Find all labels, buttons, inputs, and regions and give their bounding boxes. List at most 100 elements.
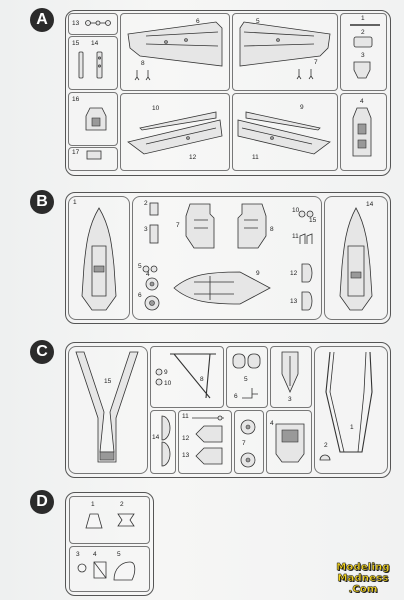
sprue-a-cell-wing-left [120, 13, 230, 91]
part-c13-drawing [195, 447, 223, 465]
sprue-d-frame [65, 492, 154, 596]
sprue-a-cell-16 [68, 92, 118, 146]
part-11-drawing [237, 119, 331, 155]
part-number: 12 [189, 154, 197, 161]
part-1-drawing [350, 24, 380, 26]
sprue-a-cell-10-12 [120, 93, 230, 171]
part-number: 4 [360, 98, 364, 105]
modelingmadness-watermark: Modeling Madness .Com [336, 562, 390, 595]
part-b10-15-drawing [298, 210, 314, 218]
part-number: 8 [270, 226, 274, 233]
part-number: 1 [350, 424, 354, 431]
part-number: 7 [176, 222, 180, 229]
part-number: 2 [120, 501, 124, 508]
part-number: 13 [182, 452, 190, 459]
part-c8-drawing [170, 353, 216, 399]
part-number: 11 [252, 154, 259, 161]
sprue-a-badge: A [30, 8, 54, 32]
part-c6-drawing [242, 388, 258, 399]
part-b2-drawing [149, 202, 159, 216]
part-12-drawing [127, 119, 223, 155]
part-c15-drawing [75, 351, 139, 463]
part-number: 12 [182, 435, 190, 442]
sprue-c-cell-8 [150, 346, 224, 408]
sprue-d-badge: D [30, 490, 54, 514]
part-number: 5 [138, 263, 142, 270]
part-number: 3 [76, 551, 80, 558]
part-10-drawing [139, 111, 217, 131]
part-13-drawing [85, 20, 111, 26]
part-number: 13 [290, 298, 298, 305]
part-d2-drawing [117, 513, 135, 527]
part-number: 7 [242, 440, 246, 447]
part-number: 3 [288, 396, 292, 403]
part-number: 4 [146, 271, 150, 278]
part-c14-drawing [161, 415, 171, 467]
part-number: 10 [292, 207, 300, 214]
part-number: 14 [366, 201, 374, 208]
part-number: 9 [164, 369, 168, 376]
part-b12-drawing [301, 263, 313, 283]
part-number: 4 [93, 551, 97, 558]
part-b14-fuselage-drawing [339, 207, 373, 311]
sprue-c-cell-5-6 [226, 346, 268, 408]
part-c5-drawing [232, 353, 261, 369]
part-number: 9 [300, 104, 304, 111]
part-number: 10 [164, 380, 172, 387]
part-number: 3 [361, 52, 365, 59]
part-number: 5 [117, 551, 121, 558]
part-d4-drawing [93, 561, 107, 579]
part-b1-fuselage-drawing [81, 207, 117, 311]
part-17-drawing [86, 150, 102, 160]
part-number: 15 [104, 378, 112, 385]
sprue-c-badge: C [30, 340, 54, 364]
part-c3-drawing [281, 351, 299, 393]
part-c9-10-drawing [155, 368, 163, 386]
sprue-a-cell-9-11 [232, 93, 338, 171]
part-16-drawing [85, 107, 107, 131]
part-c12-drawing [195, 425, 223, 443]
part-number: 11 [182, 413, 189, 420]
part-7-drawing [296, 69, 314, 80]
part-number: 8 [200, 376, 204, 383]
part-number: 3 [144, 226, 148, 233]
sprue-a-cell-15-14 [68, 36, 118, 90]
sprue-c-cell-11-13 [178, 410, 232, 474]
part-2-drawing [353, 36, 373, 48]
part-d5-drawing [113, 561, 136, 581]
part-b13-drawing [301, 291, 313, 311]
part-b7-drawing [185, 203, 215, 249]
sprue-a-cell-1-3 [340, 13, 387, 91]
part-c7-drawing [240, 419, 256, 468]
part-number: 2 [324, 442, 328, 449]
part-d3-drawing [77, 563, 87, 573]
part-number: 5 [256, 18, 260, 25]
part-b9-drawing [173, 271, 271, 305]
part-number: 4 [270, 420, 274, 427]
part-c4-drawing [275, 423, 305, 463]
sprue-b-cell-1 [68, 196, 130, 320]
part-number: 15 [72, 40, 80, 47]
sprue-d-cell-3-5 [69, 546, 150, 592]
sprue-a-cell-13 [68, 13, 118, 35]
part-b11-drawing [299, 233, 313, 244]
part-number: 8 [141, 60, 145, 67]
sprue-c-cell-7 [234, 410, 264, 474]
sprue-c-cell-14 [150, 410, 176, 474]
part-3-drawing [353, 61, 371, 79]
sprue-c-cell-3 [270, 346, 312, 408]
sprue-c-cell-1 [314, 346, 388, 474]
part-number: 12 [290, 270, 298, 277]
part-number: 2 [144, 200, 148, 207]
part-b8-drawing [237, 203, 267, 249]
part-number: 6 [196, 18, 200, 25]
part-b6-wheel-drawing [144, 277, 160, 311]
part-number: 10 [152, 105, 160, 112]
part-number: 6 [234, 393, 238, 400]
part-number: 7 [314, 59, 318, 66]
sprue-b-cell-center [132, 196, 322, 320]
part-c11-drawing [192, 415, 224, 421]
part-number: 17 [72, 149, 80, 156]
part-number: 1 [73, 199, 77, 206]
